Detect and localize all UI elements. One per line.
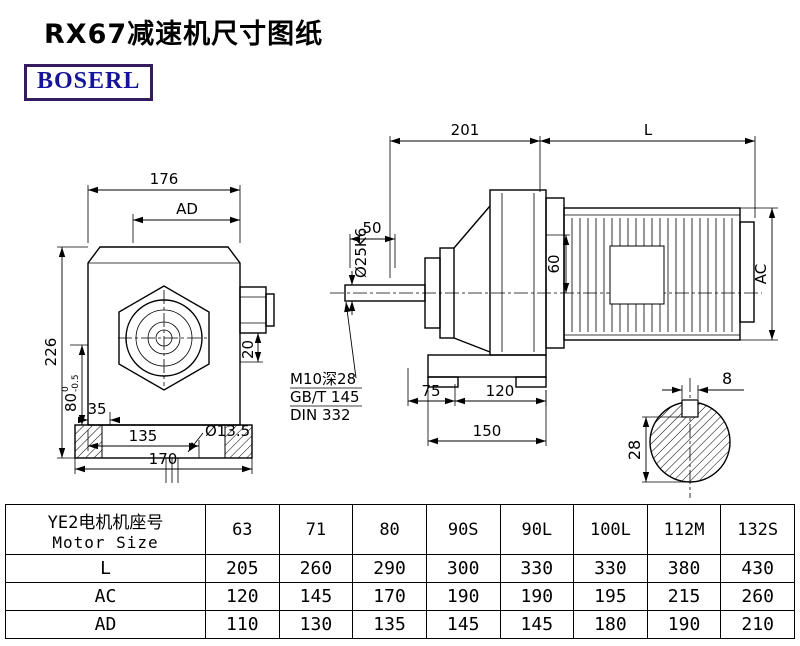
hex-boss bbox=[118, 285, 210, 391]
size-col-header: 132S bbox=[720, 504, 795, 555]
row-label: L bbox=[5, 554, 206, 583]
table-cell: 190 bbox=[646, 610, 722, 639]
table-cell: 145 bbox=[278, 582, 354, 611]
dim-shaft-label: Ø25K6 bbox=[352, 228, 370, 278]
size-col-header: 63 bbox=[205, 504, 280, 555]
gearbox-body bbox=[489, 189, 547, 356]
dim-135-label: 135 bbox=[129, 427, 158, 445]
dim-l-label: L bbox=[644, 121, 653, 139]
table-cell: 205 bbox=[205, 554, 280, 583]
table-cell: 145 bbox=[425, 610, 501, 639]
side-flange bbox=[239, 286, 267, 334]
motor-nameplate bbox=[609, 245, 665, 305]
size-col-header: 71 bbox=[278, 504, 354, 555]
table-header-row: YE2电机机座号 Motor Size 63 71 80 90S 90L 100… bbox=[5, 504, 795, 555]
table-cell: 300 bbox=[425, 554, 501, 583]
size-col-header: 100L bbox=[573, 504, 648, 555]
dim-150-label: 150 bbox=[473, 422, 502, 440]
table-cell: 135 bbox=[352, 610, 427, 639]
table-cell: 380 bbox=[646, 554, 722, 583]
table-cell: 195 bbox=[573, 582, 648, 611]
thread-note: M10深28 bbox=[290, 370, 356, 388]
keyway-slot bbox=[681, 399, 699, 418]
size-col-header: 80 bbox=[352, 504, 427, 555]
size-col-header: 90L bbox=[499, 504, 575, 555]
mounting-foot bbox=[427, 354, 547, 378]
table-cell: 330 bbox=[499, 554, 575, 583]
table-cell: 330 bbox=[573, 554, 648, 583]
table-row-L: L 205 260 290 300 330 330 380 430 bbox=[5, 554, 795, 583]
size-col-header: 90S bbox=[425, 504, 501, 555]
gb-standard-note: GB/T 145 bbox=[290, 388, 360, 406]
front-view: 176 AD 226 80 0 -0.5 20 35 bbox=[42, 170, 275, 483]
row-label: AC bbox=[5, 582, 206, 611]
table-cell: 430 bbox=[720, 554, 795, 583]
dim-28-label: 28 bbox=[625, 440, 644, 460]
boserl-logo: BOSERL bbox=[24, 64, 154, 101]
motor-size-table: YE2电机机座号 Motor Size 63 71 80 90S 90L 100… bbox=[5, 504, 795, 639]
dim-ac-label: AC bbox=[752, 264, 770, 284]
shaft-section-view: 8 28 bbox=[625, 369, 744, 498]
table-cell: 260 bbox=[720, 582, 795, 611]
technical-drawing: 176 AD 226 80 0 -0.5 20 35 bbox=[42, 121, 778, 498]
table-cell: 290 bbox=[352, 554, 427, 583]
table-row-AD: AD 110 130 135 145 145 180 190 210 bbox=[5, 610, 795, 639]
dim-20-label: 20 bbox=[239, 340, 257, 359]
svg-text:80: 80 bbox=[62, 393, 80, 412]
dim-hole-label: Ø13.5 bbox=[205, 422, 250, 440]
svg-text:-0.5: -0.5 bbox=[71, 374, 81, 392]
header-label-cn: YE2电机机座号 bbox=[47, 512, 164, 533]
dim-75-label: 75 bbox=[421, 382, 440, 400]
dim-ad-label: AD bbox=[176, 200, 198, 218]
motor-size-header-cell: YE2电机机座号 Motor Size bbox=[5, 504, 206, 555]
header-label-en: Motor Size bbox=[52, 532, 159, 552]
dim-176-label: 176 bbox=[150, 170, 179, 188]
din-standard-note: DIN 332 bbox=[290, 406, 351, 424]
table-row-AC: AC 120 145 170 190 190 195 215 260 bbox=[5, 582, 795, 611]
dim-35-label: 35 bbox=[87, 400, 106, 418]
page-title: RX67减速机尺寸图纸 bbox=[44, 19, 324, 50]
row-label: AD bbox=[5, 610, 206, 639]
size-col-header: 112M bbox=[646, 504, 722, 555]
dim-50-label: 50 bbox=[362, 219, 381, 237]
side-view: 201 L 50 Ø25K6 60 AC M10深28 GB/T 145 bbox=[290, 121, 778, 446]
boserl-logo-text: BOSERL bbox=[37, 68, 141, 94]
table-cell: 190 bbox=[499, 582, 575, 611]
dim-80-label: 80 0 -0.5 bbox=[61, 374, 81, 412]
table-cell: 210 bbox=[720, 610, 795, 639]
motor-end-cap bbox=[739, 221, 755, 323]
table-cell: 170 bbox=[352, 582, 427, 611]
table-cell: 110 bbox=[205, 610, 280, 639]
table-cell: 130 bbox=[278, 610, 354, 639]
table-cell: 215 bbox=[646, 582, 722, 611]
dim-8-label: 8 bbox=[722, 369, 732, 388]
table-cell: 190 bbox=[425, 582, 501, 611]
dim-120-label: 120 bbox=[486, 382, 515, 400]
table-cell: 120 bbox=[205, 582, 280, 611]
dim-201-label: 201 bbox=[451, 121, 480, 139]
svg-text:0: 0 bbox=[61, 386, 71, 392]
table-cell: 145 bbox=[499, 610, 575, 639]
dim-170-label: 170 bbox=[149, 450, 178, 468]
dim-226-label: 226 bbox=[42, 338, 60, 367]
table-cell: 180 bbox=[573, 610, 648, 639]
dim-60-label: 60 bbox=[545, 254, 563, 273]
table-cell: 260 bbox=[278, 554, 354, 583]
